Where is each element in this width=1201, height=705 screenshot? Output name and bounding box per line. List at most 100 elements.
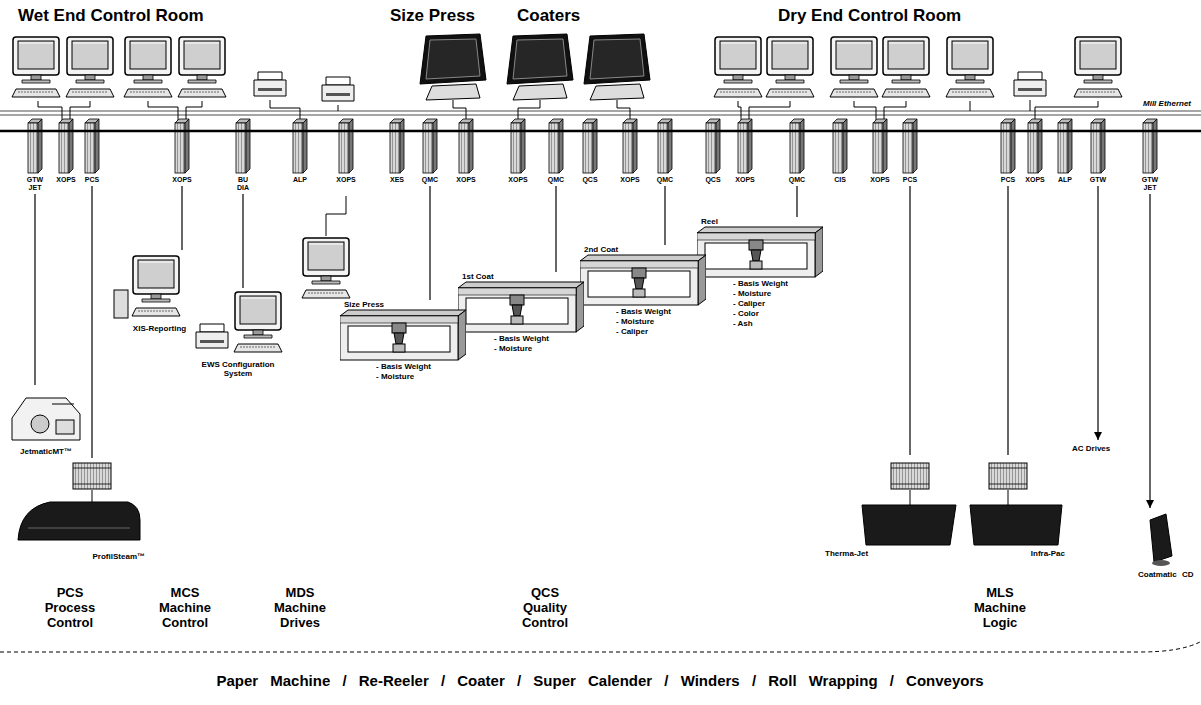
system-label: MLS Machine Logic <box>974 586 1026 631</box>
device-label: XIS-Reporting <box>112 324 207 333</box>
measurement-item: - Moisture <box>376 372 414 381</box>
cabinet-label: XOPS <box>870 176 889 184</box>
monitor <box>124 37 172 97</box>
system-label: PCS Process Control <box>45 586 96 631</box>
scanner-name: Size Press <box>344 300 384 309</box>
measurement-item: - Basis Weight <box>733 279 788 288</box>
monitor <box>882 37 930 97</box>
scanner-name: 1st Coat <box>462 272 494 281</box>
equipment-line: Paper Machine / Re-Reeler / Coater / Sup… <box>216 672 983 689</box>
infra-pac-actuator <box>970 463 1062 545</box>
control-cabinet: XOPS <box>862 118 898 186</box>
cabinet-label: PCS <box>85 176 99 184</box>
field-device: CoatmaticCD <box>1138 508 1198 588</box>
network-label: Mill Ethernet <box>1143 99 1191 108</box>
device-label: JetmaticMT™ <box>5 447 87 456</box>
cabinet-label: ALP <box>293 176 307 184</box>
signal-line <box>1149 194 1150 508</box>
cabinet-label: XOPS <box>508 176 527 184</box>
wet-end-workstations <box>12 37 354 101</box>
quality-scanner: Reel- Basis Weight- Moisture- Caliper- C… <box>697 217 822 333</box>
control-cabinet: GTW JET <box>17 118 53 194</box>
cabinet-label: XOPS <box>56 176 75 184</box>
control-cabinet: QMC <box>412 118 448 186</box>
field-device: AC Drives <box>1072 440 1125 456</box>
control-cabinet: XOPS <box>448 118 484 186</box>
control-cabinet: QMC <box>779 118 815 186</box>
control-cabinet: CIS <box>822 118 858 186</box>
signal-line <box>34 194 35 385</box>
terminal <box>584 34 650 100</box>
system-label: MDS Machine Drives <box>274 586 326 631</box>
control-cabinet: PCS <box>990 118 1026 186</box>
device-label: CD <box>1182 570 1196 579</box>
control-cabinet: QCS <box>572 118 608 186</box>
area-heading: Dry End Control Room <box>778 6 961 26</box>
cabinet-label: BU DIA <box>237 176 249 192</box>
jetmatic-headbox <box>12 398 80 440</box>
monitor <box>1074 37 1122 97</box>
fax <box>322 77 354 101</box>
signal-line <box>664 186 665 245</box>
therma-jet-actuator <box>862 463 956 545</box>
cabinet-label: PCS <box>903 176 917 184</box>
area-heading: Size Press <box>390 6 475 26</box>
cabinet-label: QMC <box>789 176 805 184</box>
control-bus <box>0 130 1201 133</box>
control-cabinet: XOPS <box>48 118 84 186</box>
scanner-name: Reel <box>701 217 718 226</box>
signal-line <box>429 186 430 300</box>
profilsteam-box <box>18 463 140 540</box>
terminal <box>420 34 486 100</box>
xis-reporting-pc <box>114 256 180 318</box>
control-cabinet: GTW <box>1080 118 1116 186</box>
control-cabinet: PCS <box>74 118 110 186</box>
signal-line <box>1007 186 1008 455</box>
device-label: Therma-Jet <box>825 549 905 558</box>
quality-scanner: Size Press - Basis Weight- Moisture <box>340 300 465 386</box>
field-device: Infra-Pac <box>965 455 1066 565</box>
control-cabinet: QCS <box>695 118 731 186</box>
quality-scanners <box>340 227 823 360</box>
control-cabinet: ALP <box>282 118 318 186</box>
cabinet-label: QMC <box>657 176 673 184</box>
measurement-item: - Basis Weight <box>376 362 431 371</box>
signal-line <box>1097 186 1098 440</box>
device-label: ProfilSteam™ <box>55 552 145 561</box>
operator-pc <box>302 238 350 298</box>
control-cabinet: XOPS <box>1017 118 1053 186</box>
control-cabinet: PCS <box>892 118 928 186</box>
system-label: MCS Machine Control <box>159 586 211 631</box>
cabinet-label: XOPS <box>456 176 475 184</box>
field-device: Therma-Jet <box>825 455 960 565</box>
monitor <box>12 37 60 97</box>
control-cabinet: XOPS <box>612 118 648 186</box>
control-cabinet: XOPS <box>164 118 200 186</box>
device-label: Infra-Pac <box>985 549 1065 558</box>
signal-line <box>555 186 556 272</box>
coatmatic-actuator <box>1150 514 1172 566</box>
cabinet-label: XOPS <box>172 176 191 184</box>
control-cabinet: BU DIA <box>225 118 261 194</box>
field-device: XIS-Reporting <box>112 250 208 340</box>
control-cabinet: QMC <box>647 118 683 186</box>
cabinet-label: XOPS <box>1025 176 1044 184</box>
control-cabinet: XOPS <box>500 118 536 186</box>
quality-scanner: 2nd Coat- Basis Weight- Moisture- Calipe… <box>580 245 705 341</box>
measurement-item: - Caliper <box>616 327 648 336</box>
measurement-item: - Basis Weight <box>494 334 549 343</box>
signal-line <box>909 186 910 455</box>
monitor <box>766 37 814 97</box>
control-cabinet: QMC <box>538 118 574 186</box>
cabinet-label: GTW JET <box>27 176 43 192</box>
control-cabinet: XES <box>379 118 415 186</box>
cabinet-label: XOPS <box>620 176 639 184</box>
measurement-item: - Basis Weight <box>616 307 671 316</box>
cabinet-label: XOPS <box>336 176 355 184</box>
measurement-item: - Color <box>733 309 759 318</box>
control-cabinet: XOPS <box>328 118 364 186</box>
measurement-item: - Moisture <box>616 317 654 326</box>
cabinet-label: ALP <box>1058 176 1072 184</box>
field-device: ProfilSteam™ <box>15 458 146 568</box>
measurement-item: - Moisture <box>733 289 771 298</box>
